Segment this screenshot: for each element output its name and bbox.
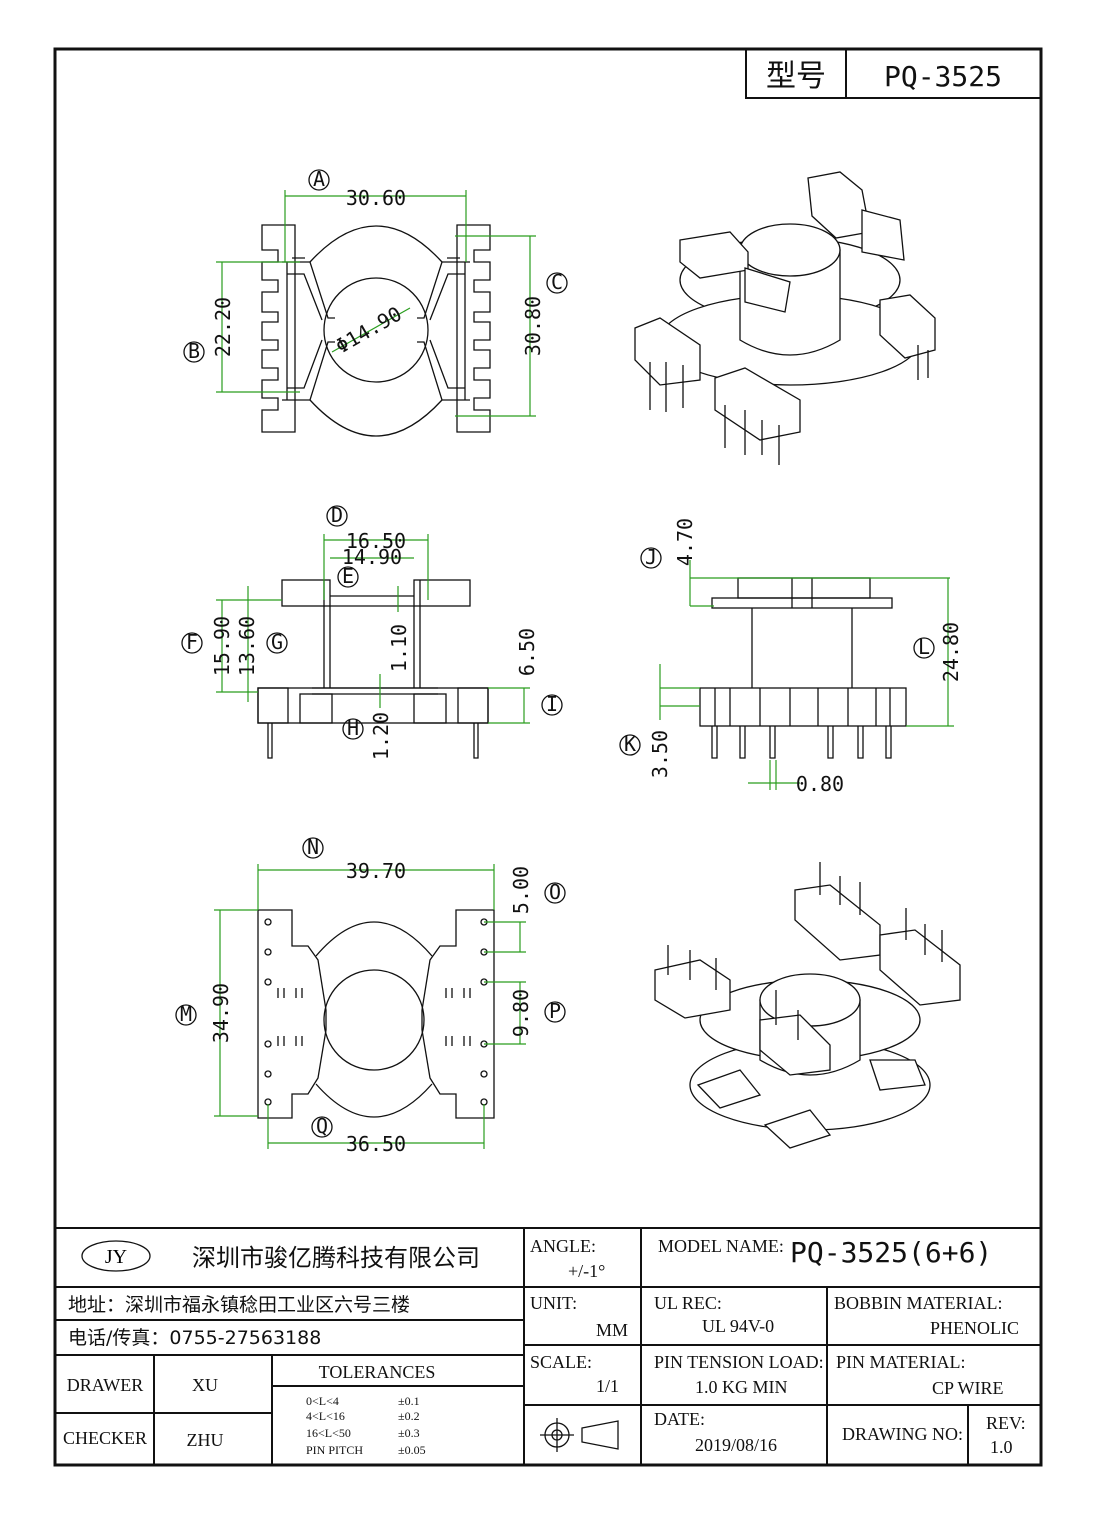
marker-e: E xyxy=(342,564,354,588)
ul-value: UL 94V-0 xyxy=(702,1316,774,1336)
dim-pin-w: 0.80 xyxy=(796,772,844,796)
type-label: 型号 xyxy=(766,59,826,94)
type-header: 型号 PQ-3525 xyxy=(745,48,1042,99)
tol-range-4: PIN PITCH xyxy=(306,1443,363,1457)
tol-value-4: ±0.05 xyxy=(398,1443,426,1457)
bobbin-value: PHENOLIC xyxy=(930,1318,1019,1338)
bottom-view-dims: 39.70 N 34.90 M 5.00 O 9.80 P 36.50 Q xyxy=(175,835,566,1156)
date-value: 2019/08/16 xyxy=(695,1435,777,1455)
sheet-frame xyxy=(53,47,1043,1467)
dim-l-value: 24.80 xyxy=(939,622,963,682)
pin-tension-label: PIN TENSION LOAD: xyxy=(654,1352,824,1372)
checker-value: ZHU xyxy=(187,1430,224,1450)
dim-e-value: 14.90 xyxy=(342,545,402,569)
side-view-dims: 16.50 D 14.90 E 1.10 15.90 F 13.60 G 1.2… xyxy=(181,503,563,760)
address: 地址：深圳市福永镇稔田工业区六号三楼 xyxy=(68,1294,410,1316)
marker-b: B xyxy=(188,339,200,363)
marker-l: L xyxy=(918,635,930,659)
front-view xyxy=(699,577,907,759)
angle-value: +/-1° xyxy=(568,1261,605,1281)
top-view xyxy=(261,224,491,437)
dim-k-value: 3.50 xyxy=(648,730,672,778)
dim-d-value: 16.50 xyxy=(346,529,406,553)
marker-m: M xyxy=(180,1002,192,1026)
marker-o: O xyxy=(549,880,561,904)
angle-label: ANGLE: xyxy=(530,1236,596,1256)
dim-g-value: 13.60 xyxy=(235,616,259,676)
top-view-dims: 30.60 A 22.20 B 30.80 C Φ14.90 xyxy=(183,167,568,417)
rev-value: 1.0 xyxy=(990,1437,1013,1457)
dim-core-dia: Φ14.90 xyxy=(331,301,406,358)
company-name: 深圳市骏亿腾科技有限公司 xyxy=(192,1244,480,1272)
dim-h-value: 1.20 xyxy=(369,712,393,760)
marker-j: J xyxy=(645,545,657,569)
date-label: DATE: xyxy=(654,1409,705,1429)
marker-d: D xyxy=(331,503,343,527)
pin-material-label: PIN MATERIAL: xyxy=(836,1352,966,1372)
dim-a-value: 30.60 xyxy=(346,186,406,210)
dim-c-value: 30.80 xyxy=(521,296,545,356)
dim-n-value: 39.70 xyxy=(346,859,406,883)
dim-m-value: 34.90 xyxy=(209,983,233,1043)
tol-value-1: ±0.1 xyxy=(398,1394,420,1408)
dim-q-value: 36.50 xyxy=(346,1132,406,1156)
tol-value-2: ±0.2 xyxy=(398,1409,420,1423)
model-label: MODEL NAME: xyxy=(658,1236,784,1256)
side-view xyxy=(257,579,489,759)
title-block: JY 深圳市骏亿腾科技有限公司 地址：深圳市福永镇稔田工业区六号三楼 电话/传真… xyxy=(55,1227,1041,1465)
logo-text: JY xyxy=(105,1246,127,1268)
tol-value-3: ±0.3 xyxy=(398,1426,420,1440)
rev-label: REV: xyxy=(986,1413,1026,1433)
tol-range-3: 16<L<50 xyxy=(306,1426,351,1440)
dim-o-value: 5.00 xyxy=(509,866,533,914)
checker-label: CHECKER xyxy=(63,1428,147,1448)
unit-label: UNIT: xyxy=(530,1293,577,1313)
drawer-label: DRAWER xyxy=(67,1375,144,1395)
dim-j-value: 4.70 xyxy=(673,518,697,566)
company-logo xyxy=(81,1240,151,1272)
tol-range-1: 0<L<4 xyxy=(306,1394,339,1408)
dim-f-value: 15.90 xyxy=(210,616,234,676)
dim-p-value: 9.80 xyxy=(509,989,533,1037)
type-value: PQ-3525 xyxy=(884,60,1002,93)
scale-label: SCALE: xyxy=(530,1352,592,1372)
ul-label: UL REC: xyxy=(654,1293,722,1313)
dim-flange: 1.10 xyxy=(387,624,411,672)
bottom-view xyxy=(257,909,495,1119)
marker-q: Q xyxy=(316,1114,328,1138)
iso-view-bottom xyxy=(654,862,961,1149)
front-view-dims: 4.70 J 24.80 L 3.50 K 0.80 xyxy=(619,518,963,796)
unit-value: MM xyxy=(596,1320,628,1340)
scale-value: 1/1 xyxy=(596,1376,619,1396)
dim-i-value: 6.50 xyxy=(515,628,539,676)
marker-k: K xyxy=(624,732,636,756)
marker-f: F xyxy=(186,630,198,654)
marker-n: N xyxy=(307,835,319,859)
drawer-value: XU xyxy=(192,1375,218,1395)
tol-range-2: 4<L<16 xyxy=(306,1409,345,1423)
drawing-no-label: DRAWING NO: xyxy=(842,1424,963,1444)
iso-view-top xyxy=(634,171,936,465)
marker-h: H xyxy=(347,716,359,740)
marker-a: A xyxy=(313,167,325,191)
model-value: PQ-3525(6+6) xyxy=(790,1236,992,1269)
pin-material-value: CP WIRE xyxy=(932,1378,1004,1398)
pin-tension-value: 1.0 KG MIN xyxy=(695,1377,788,1397)
phone: 电话/传真：0755-27563188 xyxy=(68,1327,321,1349)
marker-g: G xyxy=(271,630,283,654)
projection-symbol-icon xyxy=(540,1418,619,1452)
bobbin-label: BOBBIN MATERIAL: xyxy=(834,1293,1003,1313)
tolerances-label: TOLERANCES xyxy=(319,1362,436,1382)
marker-p: P xyxy=(549,999,561,1023)
marker-i: I xyxy=(546,692,558,716)
marker-c: C xyxy=(551,270,563,294)
dim-b-value: 22.20 xyxy=(211,297,235,357)
